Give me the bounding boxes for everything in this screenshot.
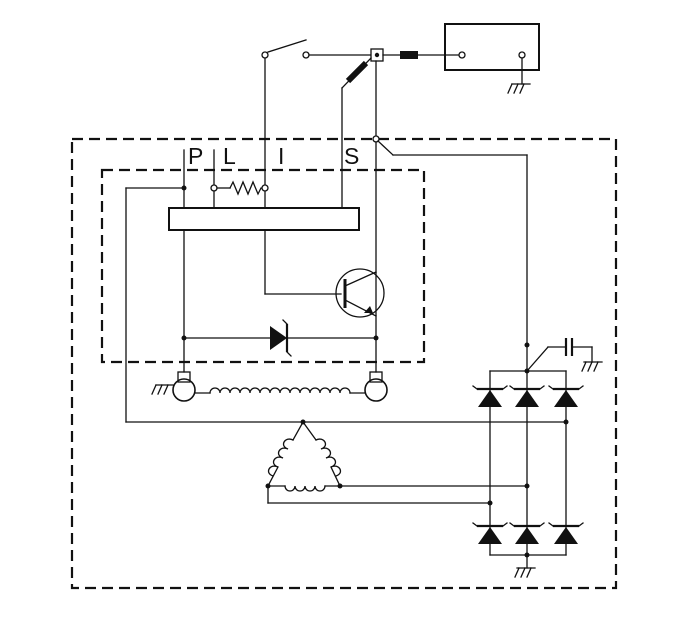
l-terminal-lead [210,149,231,209]
positive-diode-1 [472,385,508,407]
capacitor-ground-icon [581,361,603,372]
terminal-label-p: P [188,143,203,169]
regulator-housing [100,168,426,364]
ic-regulator-block [168,207,360,231]
negative-diode-2 [509,522,545,544]
battery-terminal-junction [370,48,446,62]
battery-ground-icon [507,83,531,94]
negative-diode-1 [472,522,508,544]
terminal-label-s: S [344,143,359,169]
capacitor-icon [526,338,593,372]
brush-ground-icon [151,384,174,395]
terminal-label-l: L [223,143,236,169]
negative-diode-3 [548,522,584,544]
resistor-icon [229,180,269,196]
ignition-switch [261,39,372,209]
regulator-zener-diode [181,229,379,373]
battery [444,23,540,85]
b-terminal-lead [372,60,530,372]
terminal-label-i: I [278,143,284,169]
s-terminal-lead [341,57,372,209]
transistor-icon [264,229,385,318]
alternator-housing [70,137,618,590]
rectifier-ground-icon [514,567,536,578]
fuse-link [400,51,418,59]
positive-diode-3 [548,385,584,407]
rotor-field-winding [172,371,388,402]
positive-diode-2 [509,385,545,407]
stator-delta-winding [265,419,528,504]
p-terminal-lead [125,149,567,423]
